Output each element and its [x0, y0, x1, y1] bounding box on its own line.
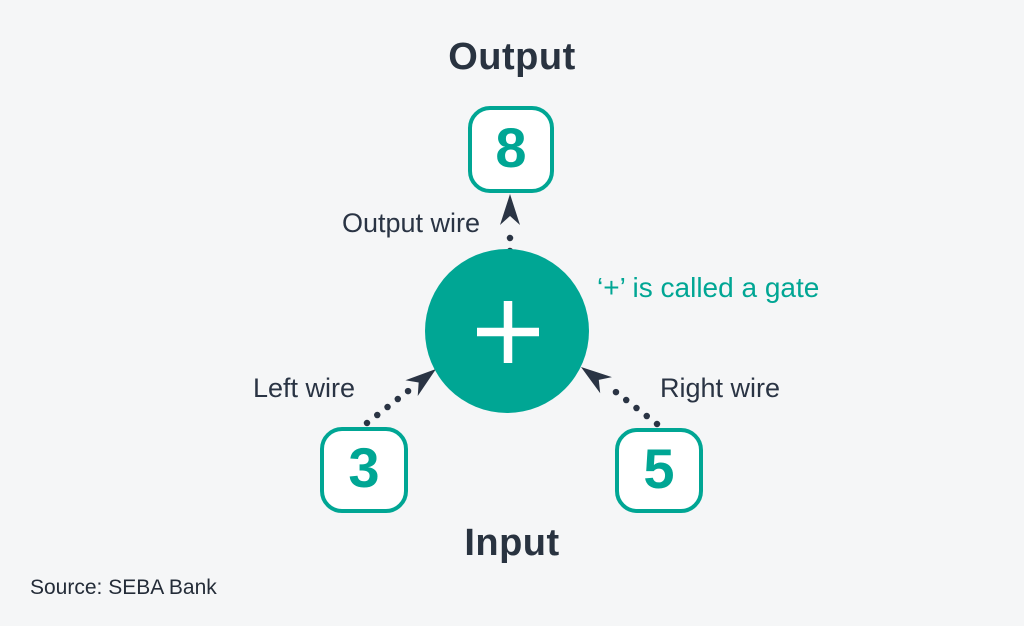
left-input-value-box: 3	[320, 427, 408, 513]
right-input-value: 5	[643, 436, 675, 500]
arrowhead-icon	[581, 367, 612, 394]
output-wire-arrow	[500, 194, 520, 255]
output-title: Output	[448, 36, 576, 78]
output-value-box: 8	[468, 106, 554, 193]
output-value: 8	[495, 115, 527, 179]
input-title: Input	[464, 522, 560, 564]
arrowhead-icon	[500, 194, 520, 225]
right-input-value-box: 5	[615, 428, 703, 513]
plus-gate-icon	[477, 301, 539, 363]
right-wire-label: Right wire	[660, 373, 781, 403]
gate-caption: ‘+’ is called a gate	[597, 272, 820, 303]
gate-circle	[425, 249, 589, 413]
left-input-value: 3	[348, 436, 380, 499]
source-note: Source: SEBA Bank	[30, 576, 217, 599]
left-wire-arrow	[363, 369, 436, 427]
left-wire-dots	[363, 384, 416, 427]
right-wire-arrow	[581, 367, 661, 428]
left-wire-label: Left wire	[253, 373, 356, 403]
output-wire-label: Output wire	[341, 208, 480, 238]
right-wire-dots	[608, 385, 661, 428]
arrowhead-icon	[405, 369, 436, 396]
